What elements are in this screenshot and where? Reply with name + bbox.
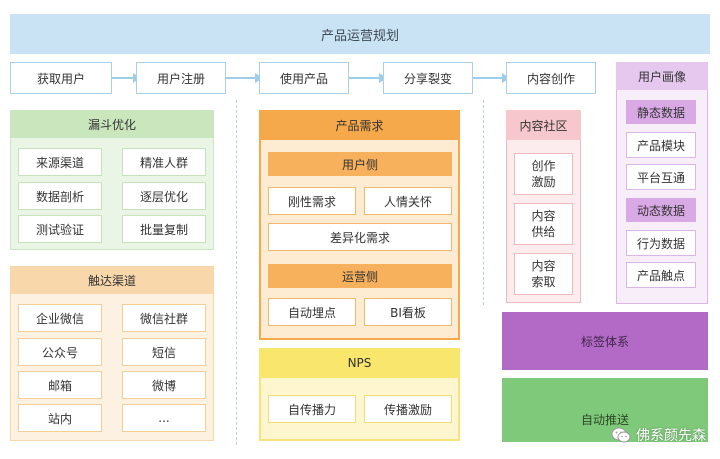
funnel-item: 测试验证 (18, 215, 102, 243)
flow-arrow (473, 73, 510, 83)
persona-title: 用户画像 (616, 62, 708, 90)
community-title: 内容社区 (506, 110, 581, 140)
persona-item: 产品触点 (626, 262, 696, 288)
funnel-item: 数据剖析 (18, 182, 102, 210)
channel-item: 站内 (18, 404, 102, 432)
funnel-title: 漏斗优化 (10, 110, 214, 138)
channels-title: 触达渠道 (10, 266, 214, 294)
flow-step-use: 使用产品 (259, 62, 349, 94)
nps-title: NPS (259, 348, 460, 378)
demand-item: BI看板 (364, 298, 452, 326)
tag-system-bar: 标签体系 (502, 312, 708, 370)
wechat-icon (611, 426, 631, 444)
funnel-item: 精准人群 (122, 148, 206, 176)
flow-arrow (349, 73, 387, 83)
funnel-item: 批量复制 (122, 215, 206, 243)
flow-step-register: 用户注册 (136, 62, 226, 94)
demand-title: 产品需求 (259, 110, 460, 140)
watermark: 佛系颜先森 (611, 425, 706, 445)
flow-arrow (226, 73, 263, 83)
funnel-item: 来源渠道 (18, 148, 102, 176)
persona-item: 平台互通 (626, 164, 696, 190)
channel-item: 微博 (122, 371, 206, 399)
channel-item: 短信 (122, 338, 206, 366)
channel-item: 微信社群 (122, 304, 206, 332)
flow-arrow (112, 73, 141, 83)
nps-item: 自传播力 (268, 395, 356, 423)
demand-item: 人情关怀 (364, 187, 452, 215)
channel-item: 公众号 (18, 338, 102, 366)
community-item: 创作 激励 (514, 153, 573, 195)
user-side-label: 用户侧 (268, 152, 452, 176)
auto-push-bar: 自动推送 (502, 378, 708, 442)
community-item: 内容 索取 (514, 253, 573, 295)
channel-item: ... (122, 404, 206, 432)
static-data-label: 静态数据 (626, 100, 696, 124)
flow-step-create: 内容创作 (506, 62, 596, 94)
channel-item: 企业微信 (18, 304, 102, 332)
channel-item: 邮箱 (18, 371, 102, 399)
watermark-text: 佛系颜先森 (636, 428, 706, 444)
nps-item: 传播激励 (364, 395, 452, 423)
persona-item: 产品模块 (626, 132, 696, 158)
separator (236, 100, 237, 445)
ops-side-label: 运营侧 (268, 264, 452, 288)
separator (483, 100, 484, 305)
demand-item: 刚性需求 (268, 187, 356, 215)
demand-item: 自动埋点 (268, 298, 356, 326)
persona-item: 行为数据 (626, 230, 696, 256)
flow-step-share: 分享裂变 (383, 62, 473, 94)
dynamic-data-label: 动态数据 (626, 198, 696, 222)
flow-step-acquire: 获取用户 (10, 62, 112, 94)
page-title: 产品运营规划 (10, 14, 710, 54)
differentiation-item: 差异化需求 (268, 223, 452, 251)
funnel-item: 逐层优化 (122, 182, 206, 210)
community-item: 内容 供给 (514, 203, 573, 245)
